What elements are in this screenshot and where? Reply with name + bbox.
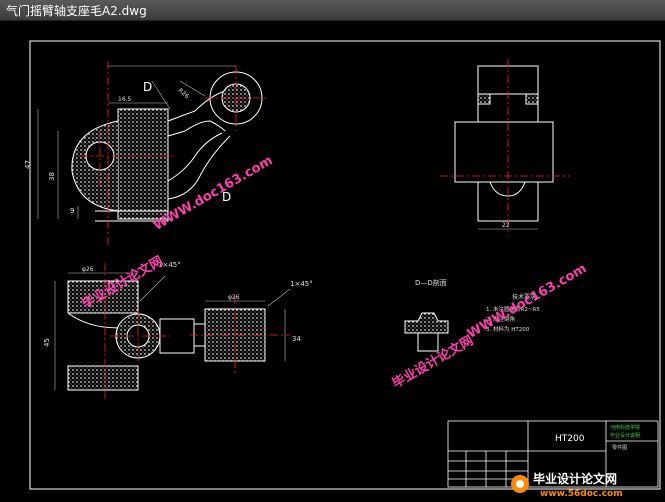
label-d-top: D bbox=[143, 80, 152, 94]
side-view bbox=[454, 65, 554, 222]
brand-logo bbox=[511, 475, 529, 493]
notes-title: 技术要求 bbox=[512, 293, 536, 301]
dim-phi26-b: φ26 bbox=[228, 294, 240, 301]
note-3: 3. 材料为 HT200 bbox=[486, 325, 530, 333]
dim-34: 34 bbox=[292, 335, 301, 343]
watermark-url-1: WWW.doc163.com bbox=[151, 153, 276, 234]
title-bar: 气门摇臂轴支座毛A2.dwg bbox=[0, 0, 665, 21]
centerlines-side bbox=[440, 59, 570, 236]
title-cell-school: 河南科技学院 bbox=[610, 424, 640, 431]
section-label: D—D剖面 bbox=[415, 278, 447, 287]
label-d-bottom: D bbox=[222, 190, 231, 204]
centerlines-section-left bbox=[104, 263, 170, 401]
dim-16-5: 16.5 bbox=[118, 96, 132, 103]
watermark-cn-2: 毕业设计论文网 bbox=[389, 332, 476, 391]
dim-1x45-b: 1×45° bbox=[290, 280, 313, 288]
window-title: 气门摇臂轴支座毛A2.dwg bbox=[6, 4, 147, 18]
dims-section-left bbox=[54, 272, 166, 390]
note-1: 1. 未注圆角为R2~R5 bbox=[486, 305, 540, 313]
brand-url: www.56doc.com bbox=[540, 489, 623, 498]
dim-47: 47 bbox=[24, 160, 32, 169]
title-block bbox=[447, 420, 659, 488]
drawing-svg: 16.5 47 38 9 R26 D D bbox=[24, 40, 661, 499]
dim-1x45-a: 1×45° bbox=[158, 261, 181, 269]
dims-front bbox=[37, 65, 236, 219]
centerlines-front bbox=[80, 61, 268, 246]
dim-45: 45 bbox=[43, 338, 51, 347]
dims-section-mid bbox=[205, 288, 291, 361]
dim-phi26-a: φ26 bbox=[82, 266, 94, 273]
section-view-left bbox=[67, 280, 195, 391]
note-2: 2. 未注倒角 bbox=[486, 315, 515, 323]
drawing-frame bbox=[29, 40, 661, 490]
title-cell-doc: 毕业设计说明 bbox=[610, 432, 640, 439]
brand-name: 毕业设计论文网 bbox=[533, 471, 617, 486]
dim-r26: R26 bbox=[177, 87, 191, 100]
front-view bbox=[71, 71, 263, 222]
drawing-canvas[interactable]: 16.5 47 38 9 R26 D D bbox=[0, 21, 665, 499]
dim-22: 22 bbox=[502, 222, 510, 229]
material-label: HT200 bbox=[555, 434, 585, 444]
dim-9: 9 bbox=[70, 207, 74, 215]
title-cell-part: 零件图 bbox=[612, 444, 627, 451]
dim-38: 38 bbox=[48, 172, 56, 181]
centerlines-section-mid bbox=[190, 296, 290, 373]
dd-section bbox=[404, 312, 449, 352]
